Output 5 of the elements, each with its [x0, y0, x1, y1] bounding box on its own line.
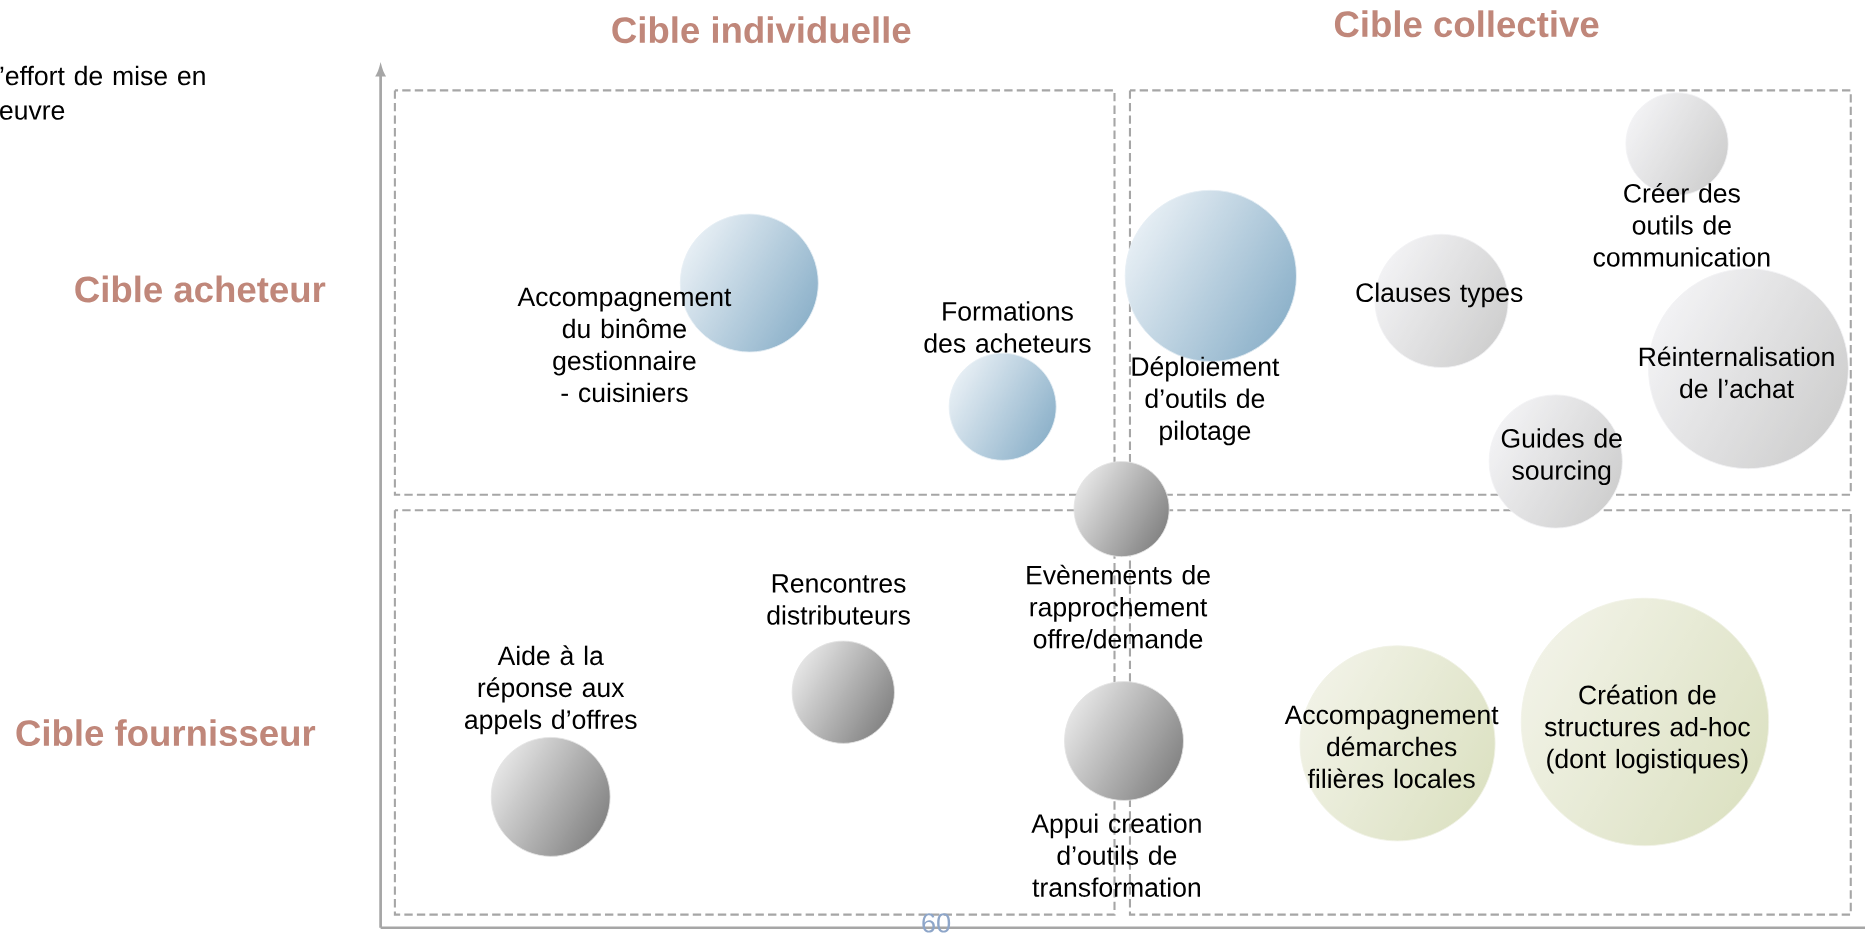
- heading: Cible acheteur: [75, 275, 326, 303]
- heading: Cible fournisseur: [16, 719, 316, 747]
- heading: Cible individuelle: [612, 16, 911, 44]
- heading: Cible collective: [1334, 10, 1599, 38]
- axis-title: ’effort de mise en euvre: [0, 65, 205, 120]
